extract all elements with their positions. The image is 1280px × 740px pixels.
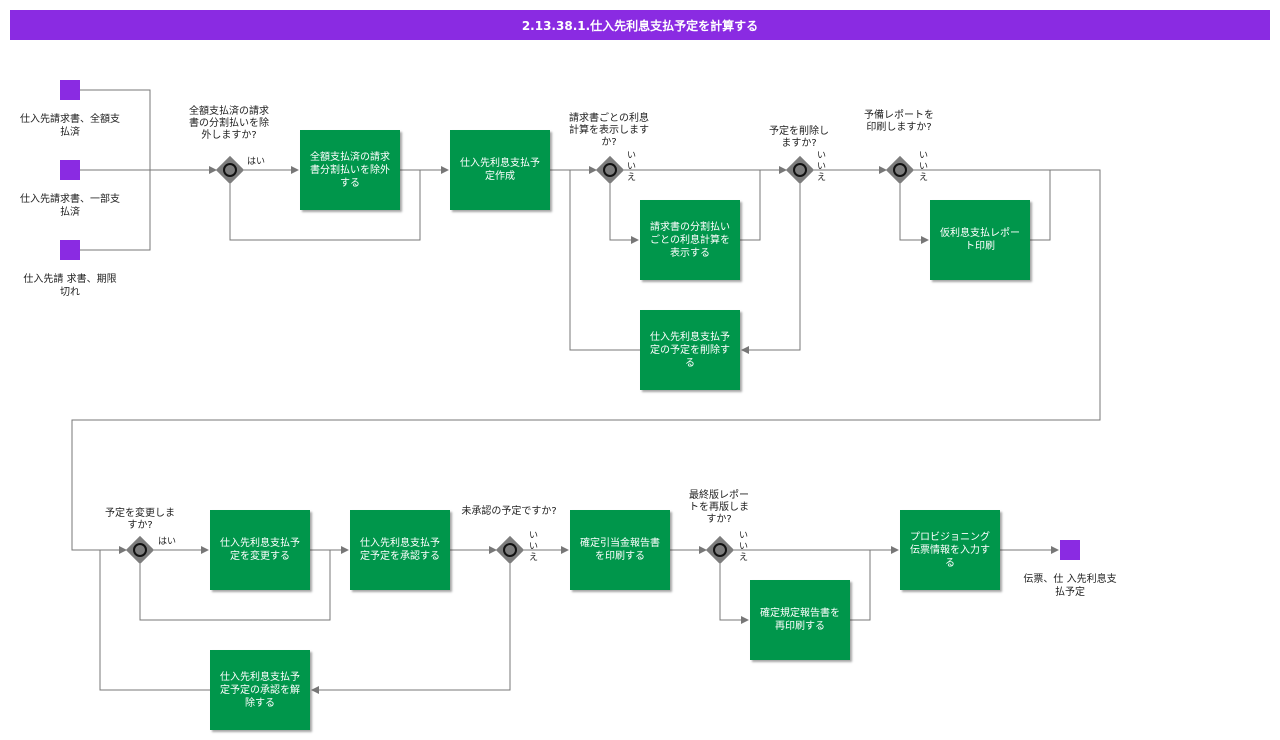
- gateway-yes-label: はい: [247, 157, 266, 167]
- end-event-label: 伝票、仕 入先利息支払予定: [1023, 574, 1117, 598]
- gateway-no-label: いいえ: [919, 151, 929, 183]
- task-change-schedule[interactable]: 仕入先利息支払予定を変更する: [210, 510, 310, 590]
- connector: [850, 550, 871, 621]
- start-event-label: 仕入先請求書、一部支払済: [20, 194, 120, 218]
- gateway-reprint-final[interactable]: [705, 535, 735, 565]
- task-enter-provision-voucher[interactable]: プロビジョニング伝票情報を入力する: [900, 510, 1000, 590]
- gateway-print-preliminary[interactable]: [885, 155, 915, 185]
- diagram-title: 2.13.38.1.仕入先利息支払予定を計算する: [10, 10, 1270, 40]
- gateway-yes-label: はい: [158, 537, 177, 547]
- gateway-ring-icon: [503, 543, 517, 557]
- gateway-exclude-paid[interactable]: [215, 155, 245, 185]
- gateway-no-label: いいえ: [529, 531, 539, 563]
- gateway-no-label: いいえ: [739, 531, 749, 563]
- connector: [569, 169, 640, 351]
- gateway-label: 請求書ごとの利息計算を表示しますか?: [569, 113, 649, 148]
- task-show-interest-calculation[interactable]: 請求書の分割払いごとの利息計算を表示する: [640, 200, 740, 280]
- gateway-delete-schedule[interactable]: [785, 155, 815, 185]
- gateway-ring-icon: [223, 163, 237, 177]
- connector: [71, 169, 1101, 554]
- start-event-partial-paid[interactable]: [60, 160, 80, 180]
- connector: [99, 549, 210, 691]
- task-reprint-final-report[interactable]: 確定規定報告書を再印刷する: [750, 580, 850, 660]
- start-event-label: 仕入先請 求書、期限切れ: [23, 274, 117, 298]
- task-delete-schedule[interactable]: 仕入先利息支払予定の予定を削除する: [640, 310, 740, 390]
- task-create-interest-schedule[interactable]: 仕入先利息支払予定作成: [450, 130, 550, 210]
- gateway-no-label: いいえ: [817, 151, 827, 183]
- connector: [229, 170, 421, 241]
- gateway-show-interest[interactable]: [595, 155, 625, 185]
- connector: [311, 564, 511, 694]
- connector: [1030, 170, 1051, 241]
- gateway-ring-icon: [713, 543, 727, 557]
- task-approve-schedule[interactable]: 仕入先利息支払予定予定を承認する: [350, 510, 450, 590]
- gateway-label: 未承認の予定ですか?: [461, 506, 557, 517]
- gateway-ring-icon: [793, 163, 807, 177]
- gateway-label: 全額支払済の請求書の分割払いを除外しますか?: [189, 106, 269, 141]
- start-event-label: 仕入先請求書、全額支払済: [20, 114, 120, 138]
- gateway-label: 予定を変更しますか?: [105, 508, 175, 531]
- gateway-ring-icon: [133, 543, 147, 557]
- gateway-label: 最終版レポートを再版しますか?: [689, 490, 749, 525]
- task-print-final-report[interactable]: 確定引当金報告書を印刷する: [570, 510, 670, 590]
- gateway-change-schedule[interactable]: [125, 535, 155, 565]
- task-exclude-paid-installments[interactable]: 全額支払済の請求書分割払いを除外する: [300, 130, 400, 210]
- gateway-label: 予定を削除しますか?: [769, 126, 829, 149]
- start-event-full-paid[interactable]: [60, 80, 80, 100]
- gateway-ring-icon: [893, 163, 907, 177]
- gateway-ring-icon: [603, 163, 617, 177]
- connector: [80, 170, 151, 251]
- start-event-overdue[interactable]: [60, 240, 80, 260]
- end-event[interactable]: [1060, 540, 1080, 560]
- task-print-preliminary-report[interactable]: 仮利息支払レポート印刷: [930, 200, 1030, 280]
- connector: [899, 184, 929, 244]
- connector: [741, 184, 801, 354]
- connector: [609, 184, 639, 244]
- connector: [740, 170, 761, 241]
- gateway-label: 予備レポートを印刷しますか?: [864, 110, 934, 133]
- connector: [80, 89, 151, 170]
- gateway-no-label: いいえ: [627, 151, 637, 183]
- connector: [719, 564, 749, 624]
- task-unapprove-schedule[interactable]: 仕入先利息支払予定予定の承認を解除する: [210, 650, 310, 730]
- connector: [139, 550, 331, 621]
- gateway-unapproved[interactable]: [495, 535, 525, 565]
